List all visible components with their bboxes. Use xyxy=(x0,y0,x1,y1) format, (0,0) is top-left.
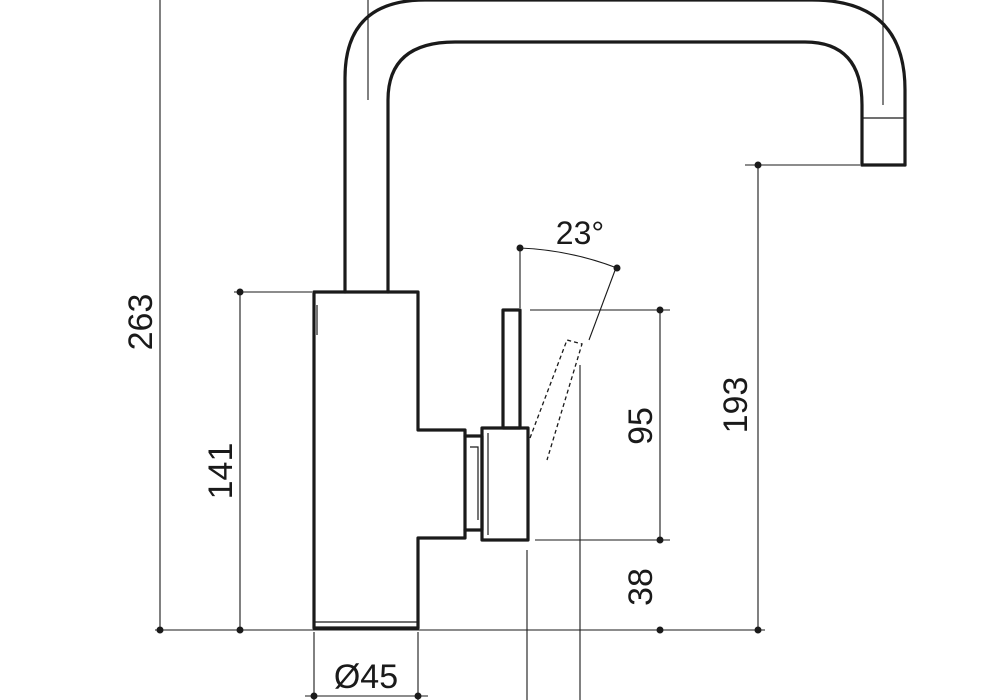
dimension-lines xyxy=(155,0,884,700)
lever-hub xyxy=(463,434,484,532)
label-38: 38 xyxy=(622,568,660,606)
dimension-labels: 263 141 193 95 38 Ø45 23° xyxy=(122,215,755,696)
dim-45-right-dot xyxy=(414,692,422,700)
angle-ref-tilted xyxy=(588,264,618,341)
spout-inner-edge xyxy=(386,40,864,294)
collar-shading xyxy=(470,446,479,520)
label-diameter-45: Ø45 xyxy=(334,658,398,696)
dim-95-bottom-dot xyxy=(656,536,664,544)
dim-95-top-dot xyxy=(656,306,664,314)
lever-tilted-position xyxy=(529,339,583,461)
angle-dot-left xyxy=(516,244,524,252)
label-141: 141 xyxy=(202,443,240,500)
lever-collar xyxy=(480,426,530,542)
label-angle-23: 23° xyxy=(556,215,604,251)
faucet-body xyxy=(312,290,467,630)
label-193: 193 xyxy=(717,377,755,434)
angle-dot-right xyxy=(613,264,621,272)
spout-outer-edge xyxy=(343,0,907,294)
faucet-outline xyxy=(312,0,907,630)
dim-45-left-dot xyxy=(310,692,318,700)
angle-arc xyxy=(519,247,618,269)
lever-handle xyxy=(501,308,522,430)
base-38-dot xyxy=(656,626,664,634)
dim-193-top-dot xyxy=(754,161,762,169)
label-263: 263 xyxy=(122,294,160,351)
label-95: 95 xyxy=(622,407,660,445)
dim-141-top-dot xyxy=(236,288,244,296)
